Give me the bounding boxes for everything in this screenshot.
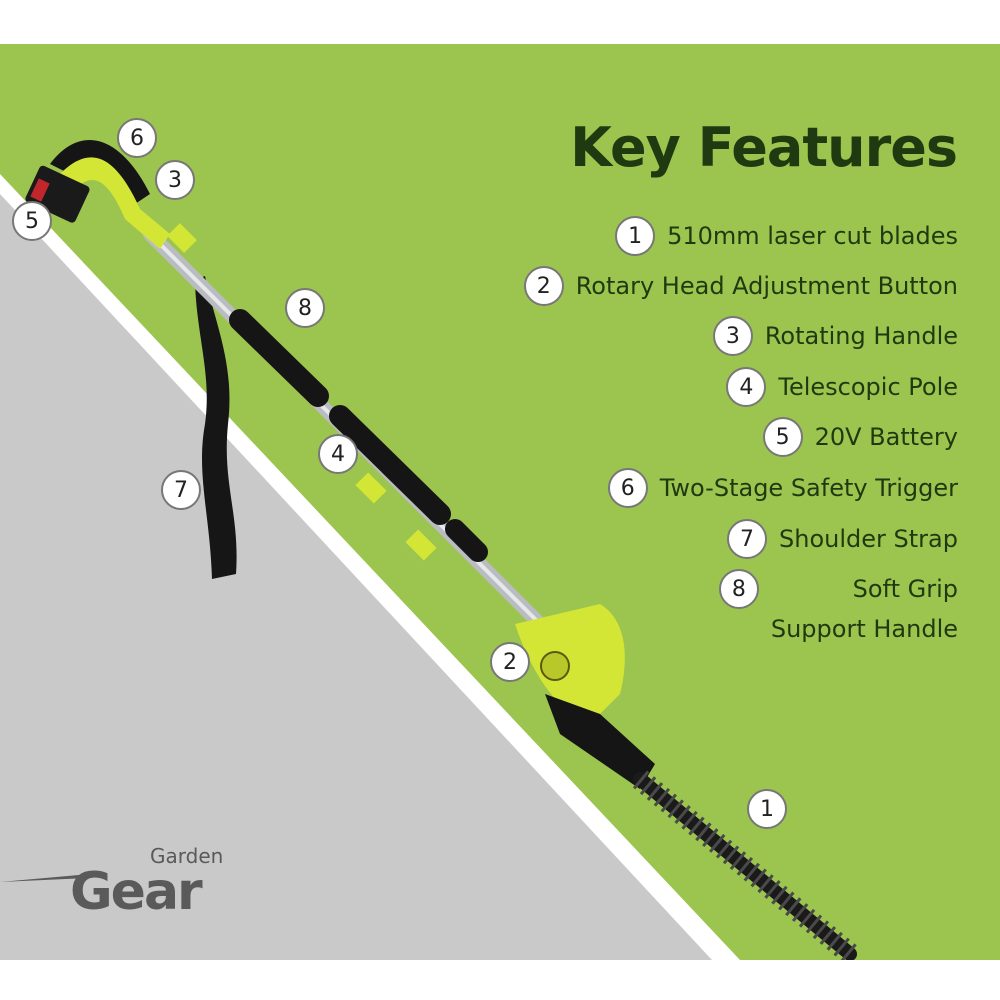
feature-label: Rotary Head Adjustment Button (575, 272, 958, 300)
lock-collar-lower (445, 519, 488, 562)
feature-number: 6 (607, 468, 648, 508)
logo-swoosh (0, 874, 90, 882)
feature-2: 2 Rotary Head Adjustment Button (523, 266, 958, 306)
feature-8: 8 Soft Grip Support Handle (718, 569, 958, 649)
feature-label: 20V Battery (814, 423, 958, 451)
feature-label: Shoulder Strap (779, 525, 958, 553)
background (0, 44, 1000, 960)
callout-7: 7 (161, 470, 201, 510)
feature-7: 7 Shoulder Strap (727, 519, 958, 559)
blade-teeth (632, 770, 858, 960)
callout-3: 3 (155, 160, 195, 200)
rotary-adjust-button (540, 651, 570, 681)
callout-1: 1 (747, 789, 787, 829)
feature-number: 8 (718, 569, 759, 609)
feature-label: 510mm laser cut blades (667, 222, 958, 250)
logo-gear: Gear (70, 862, 203, 922)
callout-4: 4 (318, 434, 358, 474)
feature-number: 2 (523, 266, 564, 306)
feature-label-line1: Soft Grip (852, 575, 958, 603)
blade-guard (545, 694, 655, 789)
feature-3: 3 Rotating Handle (712, 316, 958, 356)
battery-release (30, 178, 50, 202)
lock-clip-lower (405, 529, 437, 561)
feature-label: Telescopic Pole (778, 373, 958, 401)
feature-label: Rotating Handle (764, 322, 958, 350)
feature-number: 7 (727, 519, 768, 559)
feature-1: 1 510mm laser cut blades (615, 216, 958, 256)
feature-number: 4 (726, 367, 767, 407)
logo-garden: Garden (150, 844, 224, 868)
product-banner: Key Features 1 510mm laser cut blades 2 … (0, 44, 1000, 960)
feature-label-line2: Support Handle (770, 615, 958, 643)
page-title: Key Features (570, 116, 958, 179)
feature-number: 5 (762, 417, 803, 457)
feature-6: 6 Two-Stage Safety Trigger (607, 468, 958, 508)
rotating-handle (60, 157, 170, 249)
grey-panel (0, 194, 712, 960)
callout-2: 2 (490, 642, 530, 682)
lock-clip (355, 472, 387, 504)
shoulder-strap (195, 276, 237, 579)
soft-grip (229, 309, 329, 407)
feature-label: Soft Grip Support Handle (771, 569, 958, 649)
logo-swoosh-line (0, 874, 90, 882)
feature-number: 3 (712, 316, 753, 356)
callout-5: 5 (12, 201, 52, 241)
callout-8: 8 (285, 288, 325, 328)
motor-head (515, 604, 625, 714)
callout-6: 6 (117, 118, 157, 158)
lock-collar (329, 405, 451, 525)
feature-4: 4 Telescopic Pole (726, 367, 958, 407)
feature-number: 1 (615, 216, 656, 256)
feature-label: Two-Stage Safety Trigger (659, 474, 958, 502)
feature-5: 5 20V Battery (762, 417, 958, 457)
rotating-collar (167, 223, 197, 253)
